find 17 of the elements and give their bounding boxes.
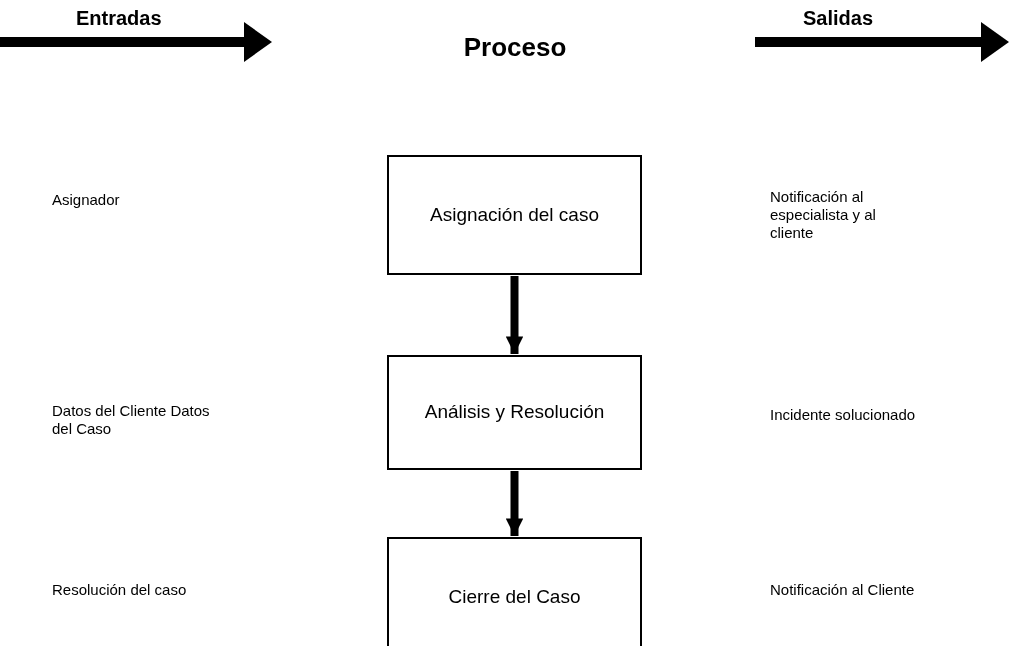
arrow — [505, 471, 524, 536]
process-label: Cierre del Caso — [448, 584, 581, 609]
input-text: Resolución del caso — [52, 581, 188, 599]
arrow — [505, 276, 524, 354]
input-text: Datos del Cliente Datos del Caso — [52, 402, 211, 438]
process-box — [387, 155, 642, 275]
column-heading: Entradas — [76, 6, 162, 30]
output-text: Notificación al especialista y al cliente — [770, 188, 877, 242]
output-text: Notificación al Cliente — [770, 581, 916, 599]
input-text: Asignador — [52, 191, 121, 209]
column-heading: Salidas — [803, 6, 874, 30]
diagram-title: Proceso — [462, 31, 568, 64]
process-label: Análisis y Resolución — [424, 400, 605, 425]
output-text: Incidente solucionado — [770, 406, 917, 424]
process-box — [387, 355, 642, 470]
process-box — [387, 537, 642, 646]
process-label: Asignación del caso — [430, 202, 599, 227]
